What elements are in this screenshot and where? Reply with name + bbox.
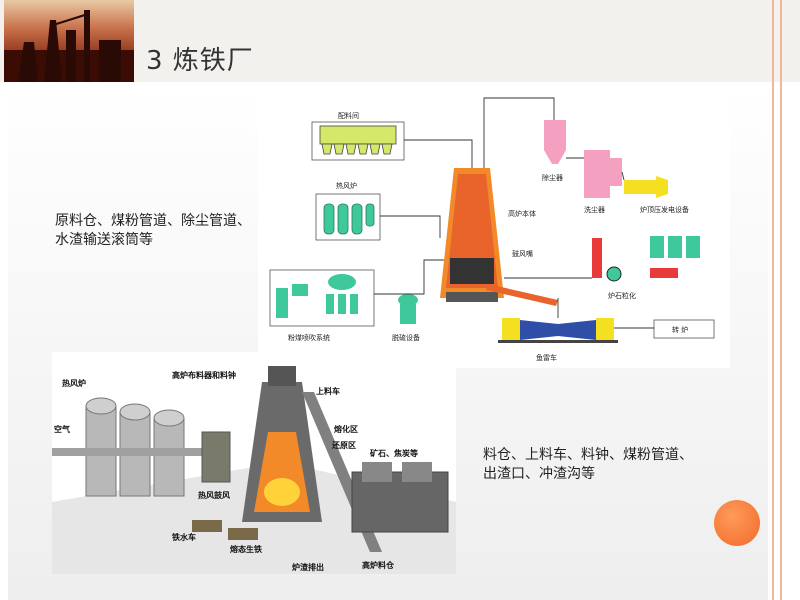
blast-furnace-3d-diagram: 热风炉 空气 高炉布料器和料钟 上料车 熔化区 还原区 矿石、焦炭等 热风鼓风 … xyxy=(52,352,456,574)
label-top-charging: 高炉布料器和料钟 xyxy=(172,370,236,380)
blast-furnace xyxy=(440,168,504,302)
label-air: 空气 xyxy=(54,424,70,434)
slag-granulation xyxy=(592,236,700,282)
process-pipes xyxy=(374,97,654,329)
label-desulfur: 脱硫设备 xyxy=(392,333,420,342)
label-bf-bin: 高炉料仓 xyxy=(362,560,395,570)
hot-stoves xyxy=(315,193,381,241)
converter-box xyxy=(653,319,715,339)
label-skip-car: 上料车 xyxy=(316,386,340,396)
batching-bins xyxy=(311,121,405,161)
torpedo-car xyxy=(498,318,618,343)
slag-runner xyxy=(486,284,558,306)
label-batching: 配料间 xyxy=(338,111,359,120)
label-torpedo: 鱼雷车 xyxy=(536,353,557,362)
label-molten-iron: 熔态生铁 xyxy=(230,544,262,554)
caption-bottom: 料仓、上料车、料钟、煤粉管道、出渣口、冲渣沟等 xyxy=(483,447,693,482)
label-melting-zone: 熔化区 xyxy=(334,424,358,434)
label-slag-out: 炉渣排出 xyxy=(292,562,324,572)
slide-header: 3 炼铁厂 xyxy=(0,0,800,82)
dust-equipment xyxy=(201,431,231,483)
furnace-body xyxy=(242,366,322,522)
label-scrubber: 洗尘器 xyxy=(584,205,605,214)
side-decor-line xyxy=(780,0,782,600)
label-converter: 转 炉 xyxy=(672,325,688,334)
decorative-orange-circle xyxy=(714,500,760,546)
label-tuyere: 鼓风嘴 xyxy=(512,249,533,258)
label-ore-coke: 矿石、焦炭等 xyxy=(370,448,418,458)
air-duct xyxy=(52,448,202,456)
desulfur-unit xyxy=(398,294,418,324)
label-trt: 炉顶压发电设备 xyxy=(640,205,689,214)
label-blast-furnace: 高炉本体 xyxy=(508,209,536,218)
pulverized-coal-system xyxy=(269,269,375,327)
label-hot-stove: 热风炉 xyxy=(336,181,357,190)
hot-stove-towers xyxy=(85,397,185,497)
label-pulverized-coal: 粉煤喷吹系统 xyxy=(288,333,330,342)
slide-title: 3 炼铁厂 xyxy=(146,46,254,76)
label-slag: 炉石粒化 xyxy=(608,291,636,300)
label-hot-stove: 热风炉 xyxy=(62,378,86,388)
side-decor-line xyxy=(772,0,774,600)
process-flow-diagram: 配料间 热风炉 粉煤喷吹系统 脱硫设备 xyxy=(258,88,730,368)
iron-car xyxy=(228,528,258,540)
scrubber xyxy=(584,150,622,198)
ore-bins xyxy=(351,462,449,533)
trt-generator xyxy=(624,176,668,198)
label-dust-catcher: 除尘器 xyxy=(542,173,563,182)
label-iron-car: 铁水车 xyxy=(172,532,196,542)
iron-car xyxy=(192,520,222,532)
label-hot-blast: 热风鼓风 xyxy=(198,490,230,500)
caption-top: 原料仓、煤粉管道、除尘管道、水渣输送滚筒等 xyxy=(55,213,251,248)
dust-catcher xyxy=(544,120,566,164)
blast-furnace-photo xyxy=(4,0,134,82)
label-reduction-zone: 还原区 xyxy=(331,440,356,450)
